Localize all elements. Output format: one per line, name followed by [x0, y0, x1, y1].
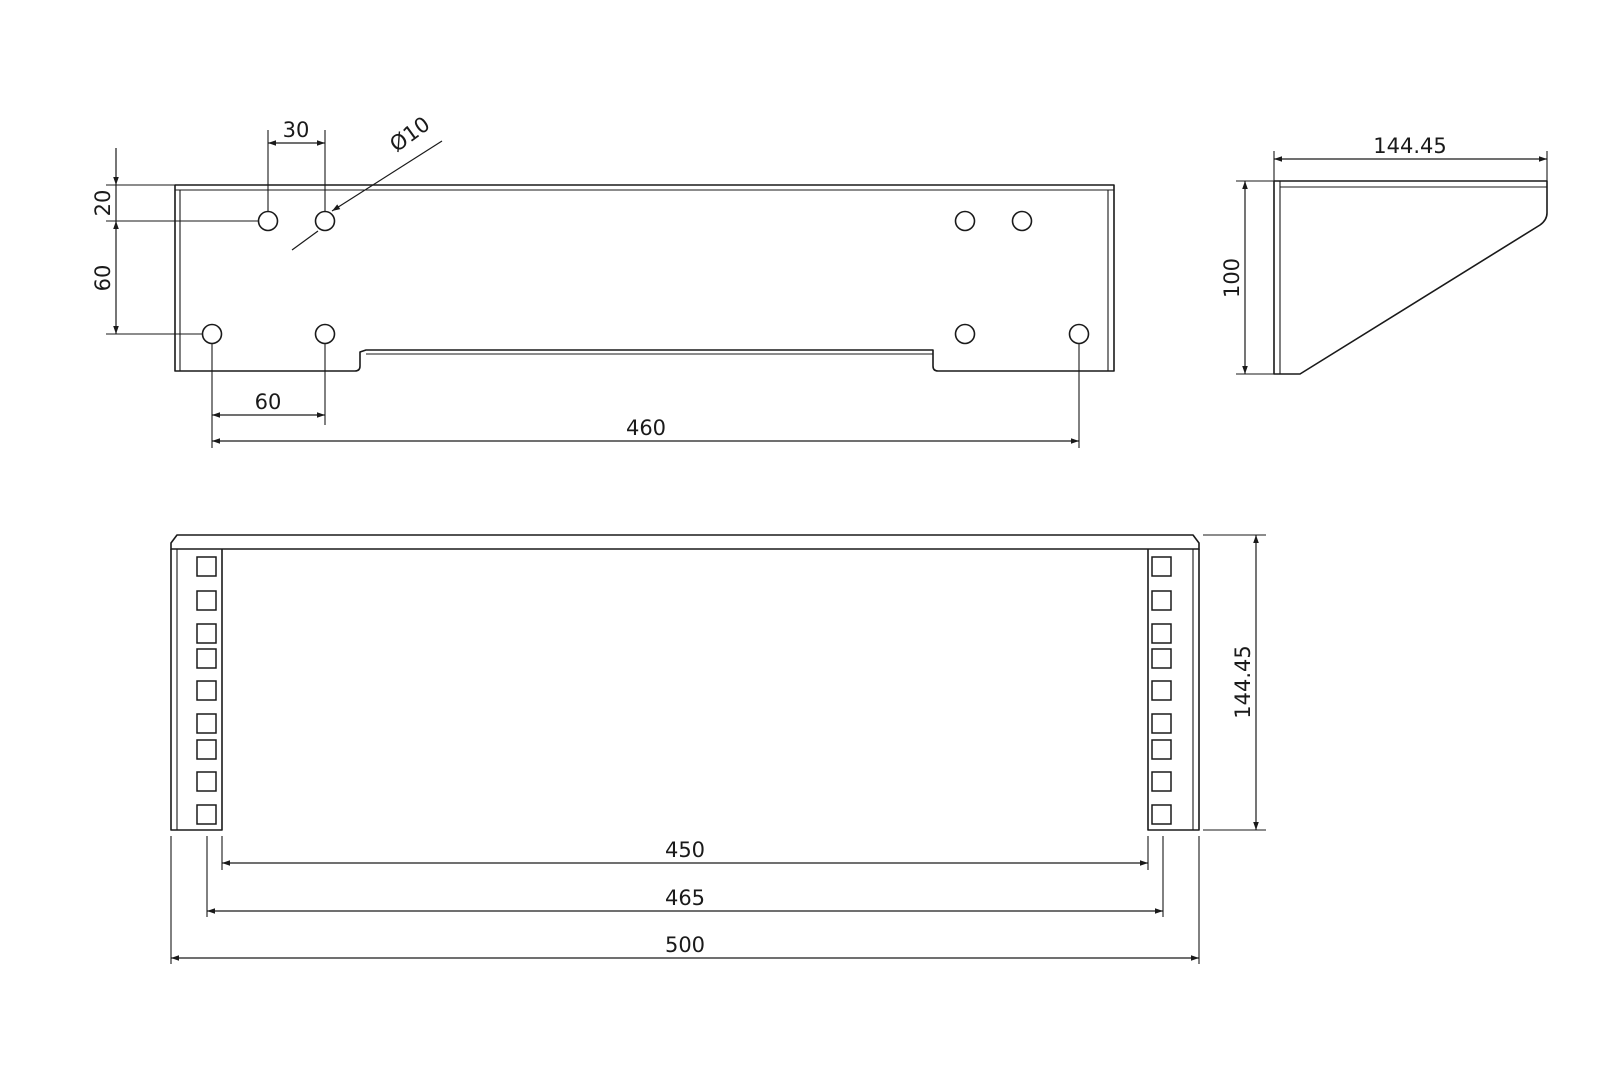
dim-leader-diameter	[331, 140, 443, 212]
front-view: 144.45 450 465 500	[170, 534, 1266, 964]
rail-slot	[196, 623, 217, 644]
rail-slot	[1151, 590, 1172, 611]
mounting-hole	[201, 323, 223, 345]
top-view: 20 60 30 Ø10 60 460	[91, 112, 1115, 448]
rail-slot	[196, 739, 217, 760]
rail-slot	[196, 648, 217, 669]
front-panel-outline	[170, 549, 1200, 831]
side-view: 144.45 100	[1220, 134, 1548, 375]
mounting-hole	[1011, 210, 1033, 232]
dim-label-top-offset: 20	[91, 190, 115, 217]
dim-label-hole-spacing-top: 30	[283, 118, 310, 142]
rail-slot	[196, 771, 217, 792]
dim-label-row-spacing: 60	[91, 265, 115, 292]
rail-slot	[1151, 623, 1172, 644]
rail-slot	[1151, 680, 1172, 701]
mounting-hole	[257, 210, 279, 232]
mounting-hole	[1068, 323, 1090, 345]
rail-slot	[1151, 648, 1172, 669]
dim-label-overall-width: 500	[665, 933, 705, 957]
rail-slot	[196, 556, 217, 577]
side-bracket-outline	[1273, 180, 1548, 375]
rail-slot	[1151, 713, 1172, 734]
dim-label-hole-spacing-bottom: 60	[255, 390, 282, 414]
rail-slot	[196, 680, 217, 701]
rail-slot	[1151, 739, 1172, 760]
top-view-outline	[174, 184, 1115, 372]
dim-leader-diameter	[291, 230, 319, 251]
right-rail-slots	[1151, 556, 1172, 825]
rail-slot	[196, 713, 217, 734]
dim-label-front-height: 144.45	[1231, 645, 1255, 718]
mounting-hole	[314, 210, 336, 232]
mounting-hole	[954, 323, 976, 345]
rail-slot	[1151, 804, 1172, 825]
rail-slot	[196, 590, 217, 611]
mounting-hole	[314, 323, 336, 345]
front-top-plate	[170, 534, 1200, 550]
dim-label-side-depth: 144.45	[1373, 134, 1446, 158]
rail-slot	[1151, 771, 1172, 792]
left-rail-slots	[196, 556, 217, 825]
mounting-hole	[954, 210, 976, 232]
dim-label-inner-width: 450	[665, 838, 705, 862]
dim-label-outer-span: 460	[626, 416, 666, 440]
rail-slot	[1151, 556, 1172, 577]
dim-label-rail-spacing: 465	[665, 886, 705, 910]
dim-label-side-height: 100	[1220, 258, 1244, 298]
rail-slot	[196, 804, 217, 825]
